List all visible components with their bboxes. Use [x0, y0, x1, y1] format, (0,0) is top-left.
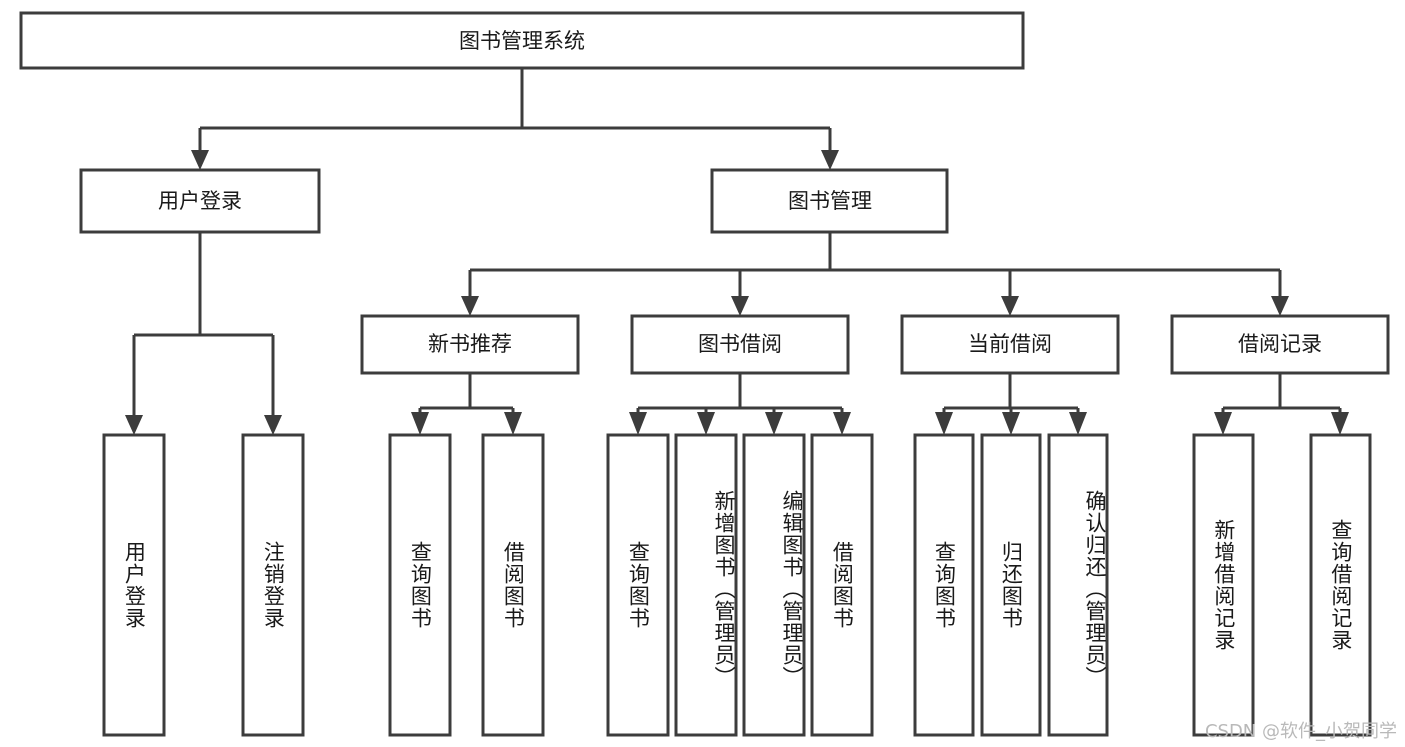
node-leaf-query-borrow-record[interactable]	[1309, 433, 1372, 737]
node-leaf-add-book[interactable]	[674, 433, 738, 737]
node-book-borrow[interactable]	[630, 314, 850, 375]
arrow-bb-leaf2	[697, 412, 715, 435]
node-leaf-query-book-recommend[interactable]	[388, 433, 452, 737]
connector-layer	[125, 68, 1349, 435]
arrow-cb-leaf3	[1069, 412, 1087, 435]
node-book-borrow-label: 图书借阅	[698, 332, 782, 356]
arrow-bb-leaf4	[833, 412, 851, 435]
arrow-bb-leaf3	[765, 412, 783, 435]
node-leaf-query-book-current[interactable]	[913, 433, 975, 737]
arrow-nbr-leaf1	[411, 412, 429, 435]
node-borrow-records-label: 借阅记录	[1238, 332, 1322, 356]
node-root[interactable]	[19, 11, 1025, 70]
node-root-label: 图书管理系统	[459, 29, 585, 53]
node-leaf-borrow-book-recommend[interactable]	[481, 433, 545, 737]
arrow-br-leaf2	[1331, 412, 1349, 435]
arrow-to-book-borrow	[731, 296, 749, 316]
node-book-management-label: 图书管理	[788, 189, 872, 213]
node-current-borrow-label: 当前借阅	[968, 332, 1052, 356]
node-leaf-add-borrow-record[interactable]	[1192, 433, 1255, 737]
arrow-to-current-borrow	[1001, 296, 1019, 316]
node-new-book-recommend-label: 新书推荐	[428, 332, 512, 356]
arrow-to-new-book-recommend	[461, 296, 479, 316]
arrow-nbr-leaf2	[504, 412, 522, 435]
arrow-cb-leaf2	[1002, 412, 1020, 435]
arrow-br-leaf1	[1214, 412, 1232, 435]
arrow-to-borrow-records	[1271, 296, 1289, 316]
arrow-cb-leaf1	[935, 412, 953, 435]
node-leaf-return-book[interactable]	[980, 433, 1042, 737]
node-leaf-query-book-borrow[interactable]	[606, 433, 670, 737]
watermark: CSDN @软件_小贺同学	[1204, 721, 1397, 742]
node-borrow-records[interactable]	[1170, 314, 1390, 375]
arrow-to-book-management	[821, 150, 839, 170]
node-new-book-recommend[interactable]	[360, 314, 580, 375]
arrow-to-user-login	[191, 150, 209, 170]
node-leaf-confirm-return[interactable]	[1047, 433, 1109, 737]
node-current-borrow[interactable]	[900, 314, 1120, 375]
arrow-to-leaf-user-login	[125, 415, 143, 435]
arrow-bb-leaf1	[629, 412, 647, 435]
node-user-login-label: 用户登录	[158, 189, 242, 213]
node-book-management[interactable]	[710, 168, 949, 234]
node-leaf-user-login[interactable]	[102, 433, 166, 737]
node-user-login[interactable]	[79, 168, 321, 234]
arrow-to-leaf-logout	[264, 415, 282, 435]
node-layer: 图书管理系统 用户登录 图书管理 新书推荐 图书借阅 当前借阅 借阅记录	[19, 11, 1390, 737]
node-leaf-logout[interactable]	[241, 433, 305, 737]
node-leaf-borrow-book[interactable]	[810, 433, 874, 737]
node-leaf-edit-book[interactable]	[742, 433, 806, 737]
